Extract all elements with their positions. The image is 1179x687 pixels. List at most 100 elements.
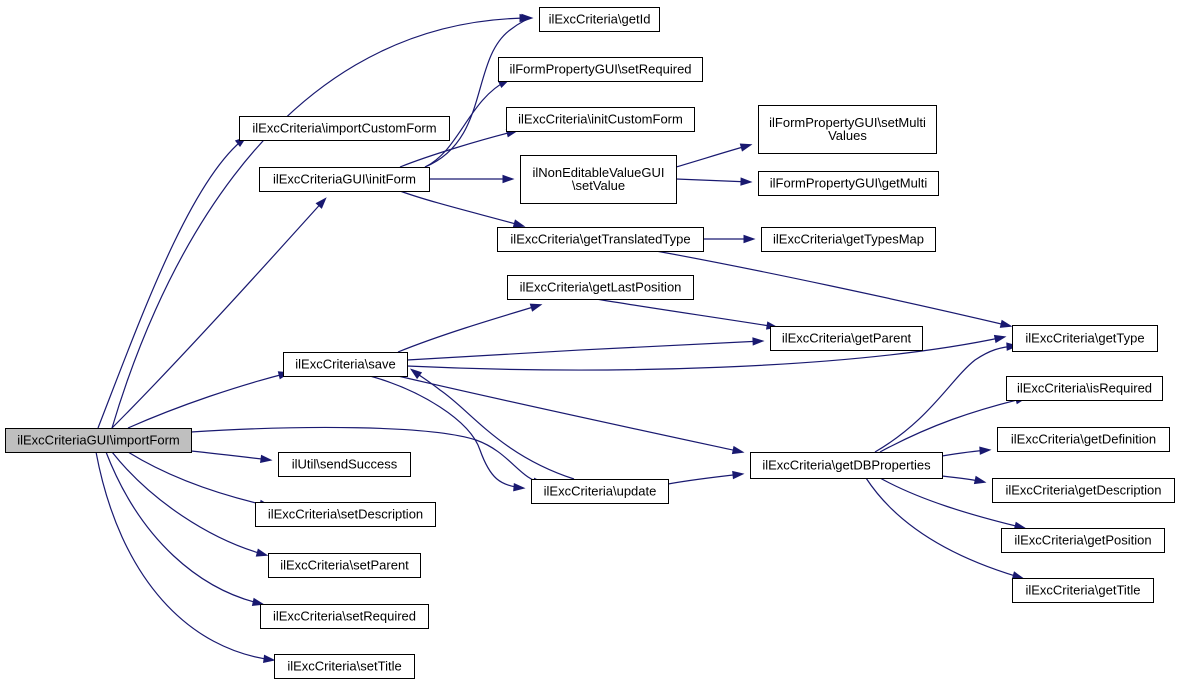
node-root[interactable]: ilExcCriteriaGUI\importForm: [5, 428, 192, 453]
edge-getDBProperties-to-getType: [874, 345, 1017, 453]
node-label: ilExcCriteria\getTypesMap: [773, 232, 924, 247]
edge-initForm-to-getTranslatedType: [399, 190, 524, 227]
node-getTypesMap[interactable]: ilExcCriteria\getTypesMap: [761, 227, 936, 252]
node-getTranslatedType[interactable]: ilExcCriteria\getTranslatedType: [497, 227, 704, 252]
arrowhead-getMulti: [740, 177, 753, 186]
node-getDescription[interactable]: ilExcCriteria\getDescription: [992, 478, 1175, 503]
node-label: ilExcCriteria\save: [295, 357, 395, 372]
node-label: ilExcCriteria\getId: [549, 12, 651, 27]
edge-save-to-getParent: [406, 340, 763, 361]
node-save[interactable]: ilExcCriteria\save: [283, 352, 408, 377]
node-sendSuccess[interactable]: ilUtil\sendSuccess: [278, 452, 411, 477]
node-label: ilExcCriteria\getPosition: [1014, 533, 1151, 548]
node-box: [259, 167, 430, 192]
edge-layer: [95, 13, 1028, 664]
node-label: ilExcCriteria\setDescription: [268, 507, 423, 522]
edge-getDBProperties-to-isRequired: [879, 397, 1026, 453]
node-label: ilExcCriteria\update: [544, 484, 657, 499]
node-label: ilExcCriteria\getType: [1025, 331, 1144, 346]
node-initCustomForm[interactable]: ilExcCriteria\initCustomForm: [506, 107, 695, 132]
node-box: [239, 116, 450, 141]
edge-getLastPosition-to-getParent: [595, 298, 777, 328]
node-label: ilFormPropertyGUI\setMulti: [769, 115, 926, 130]
edge-root-to-importCustomForm: [97, 137, 246, 429]
node-update[interactable]: ilExcCriteria\update: [531, 479, 669, 504]
node-label: ilNonEditableValueGUI: [533, 165, 665, 180]
arrowhead-getType: [993, 334, 1007, 344]
edge-root-to-setDescription: [127, 451, 270, 507]
edge-root-to-getId: [111, 17, 530, 429]
arrowhead-getTitle: [1011, 571, 1025, 580]
node-box: [255, 502, 436, 527]
node-setRequiredCrit[interactable]: ilExcCriteria\setRequired: [260, 604, 429, 629]
node-setDescription[interactable]: ilExcCriteria\setDescription: [255, 502, 436, 527]
node-importCustomForm[interactable]: ilExcCriteria\importCustomForm: [239, 116, 450, 141]
arrowhead-setRequiredCrit: [251, 597, 265, 606]
node-label: ilExcCriteria\getTranslatedType: [510, 232, 690, 247]
edge-save-to-getLastPosition: [397, 304, 541, 353]
node-label: ilFormPropertyGUI\getMulti: [770, 176, 928, 191]
arrowhead-getTranslatedType: [512, 219, 526, 228]
node-box: [520, 155, 677, 204]
node-box: [506, 107, 695, 132]
edge-initForm-to-getId: [424, 17, 532, 168]
node-label: ilExcCriteriaGUI\importForm: [17, 433, 180, 448]
node-getType[interactable]: ilExcCriteria\getType: [1012, 325, 1158, 352]
node-box: [507, 275, 694, 300]
node-getMulti[interactable]: ilFormPropertyGUI\getMulti: [758, 171, 939, 196]
node-getId[interactable]: ilExcCriteria\getId: [539, 7, 660, 32]
node-box: [260, 604, 429, 629]
node-box: [758, 105, 937, 154]
node-setTitle[interactable]: ilExcCriteria\setTitle: [274, 654, 415, 679]
arrowhead-setMultiValues: [739, 143, 753, 152]
node-box: [997, 427, 1170, 452]
arrowhead-setTitle: [263, 654, 276, 664]
node-initForm[interactable]: ilExcCriteriaGUI\initForm: [259, 167, 430, 192]
edge-save-to-update: [369, 375, 524, 489]
node-label: ilExcCriteria\initCustomForm: [518, 112, 683, 127]
node-label: ilExcCriteria\getParent: [782, 331, 912, 346]
arrowhead-sendSuccess: [260, 454, 273, 464]
arrowhead-getId: [521, 13, 534, 23]
node-getLastPosition[interactable]: ilExcCriteria\getLastPosition: [507, 275, 694, 300]
edge-root-to-save: [127, 372, 289, 429]
edge-initForm-to-setRequiredProp: [424, 79, 509, 168]
node-box: [992, 478, 1175, 503]
node-box: [1001, 528, 1165, 553]
node-label: ilExcCriteria\getLastPosition: [520, 280, 682, 295]
node-setRequiredProp[interactable]: ilFormPropertyGUI\setRequired: [498, 57, 703, 82]
arrowhead-getDescription: [973, 475, 987, 485]
edge-update-to-save: [411, 369, 575, 480]
node-getTitle[interactable]: ilExcCriteria\getTitle: [1012, 578, 1154, 603]
node-label: ilFormPropertyGUI\setRequired: [509, 62, 691, 77]
arrowhead-getParent: [752, 337, 765, 346]
node-isRequired[interactable]: ilExcCriteria\isRequired: [1006, 376, 1163, 401]
edge-nonEditable-to-getMulti: [675, 178, 751, 183]
node-nonEditable[interactable]: ilNonEditableValueGUI\setValue: [520, 155, 677, 204]
node-label: ilExcCriteria\getTitle: [1025, 583, 1140, 598]
node-label: Values: [828, 128, 867, 143]
node-label: ilExcCriteria\getDBProperties: [762, 458, 931, 473]
node-getPosition[interactable]: ilExcCriteria\getPosition: [1001, 528, 1165, 553]
edge-save-to-getDBProperties: [397, 375, 743, 453]
arrowhead-getDefinition: [979, 446, 992, 455]
node-label: ilExcCriteria\isRequired: [1017, 381, 1152, 396]
node-box: [5, 428, 192, 453]
node-box: [1006, 376, 1163, 401]
arrowhead-getDBProperties: [731, 445, 745, 455]
edge-initForm-to-initCustomForm: [399, 130, 517, 168]
edge-root-to-setParent: [111, 451, 267, 556]
node-getParent[interactable]: ilExcCriteria\getParent: [770, 326, 923, 351]
arrowhead-getLastPosition: [529, 303, 543, 312]
node-label: ilExcCriteria\importCustomForm: [252, 121, 436, 136]
node-label: ilExcCriteria\setParent: [280, 558, 409, 573]
node-getDefinition[interactable]: ilExcCriteria\getDefinition: [997, 427, 1170, 452]
arrowhead-setParent: [255, 548, 269, 557]
node-setParent[interactable]: ilExcCriteria\setParent: [268, 553, 421, 578]
node-label: ilUtil\sendSuccess: [292, 457, 398, 472]
edge-getDBProperties-to-getTitle: [865, 477, 1023, 579]
node-getDBProperties[interactable]: ilExcCriteria\getDBProperties: [750, 452, 943, 479]
edge-save-to-getType: [406, 336, 1005, 371]
edge-root-to-initForm: [111, 198, 326, 429]
